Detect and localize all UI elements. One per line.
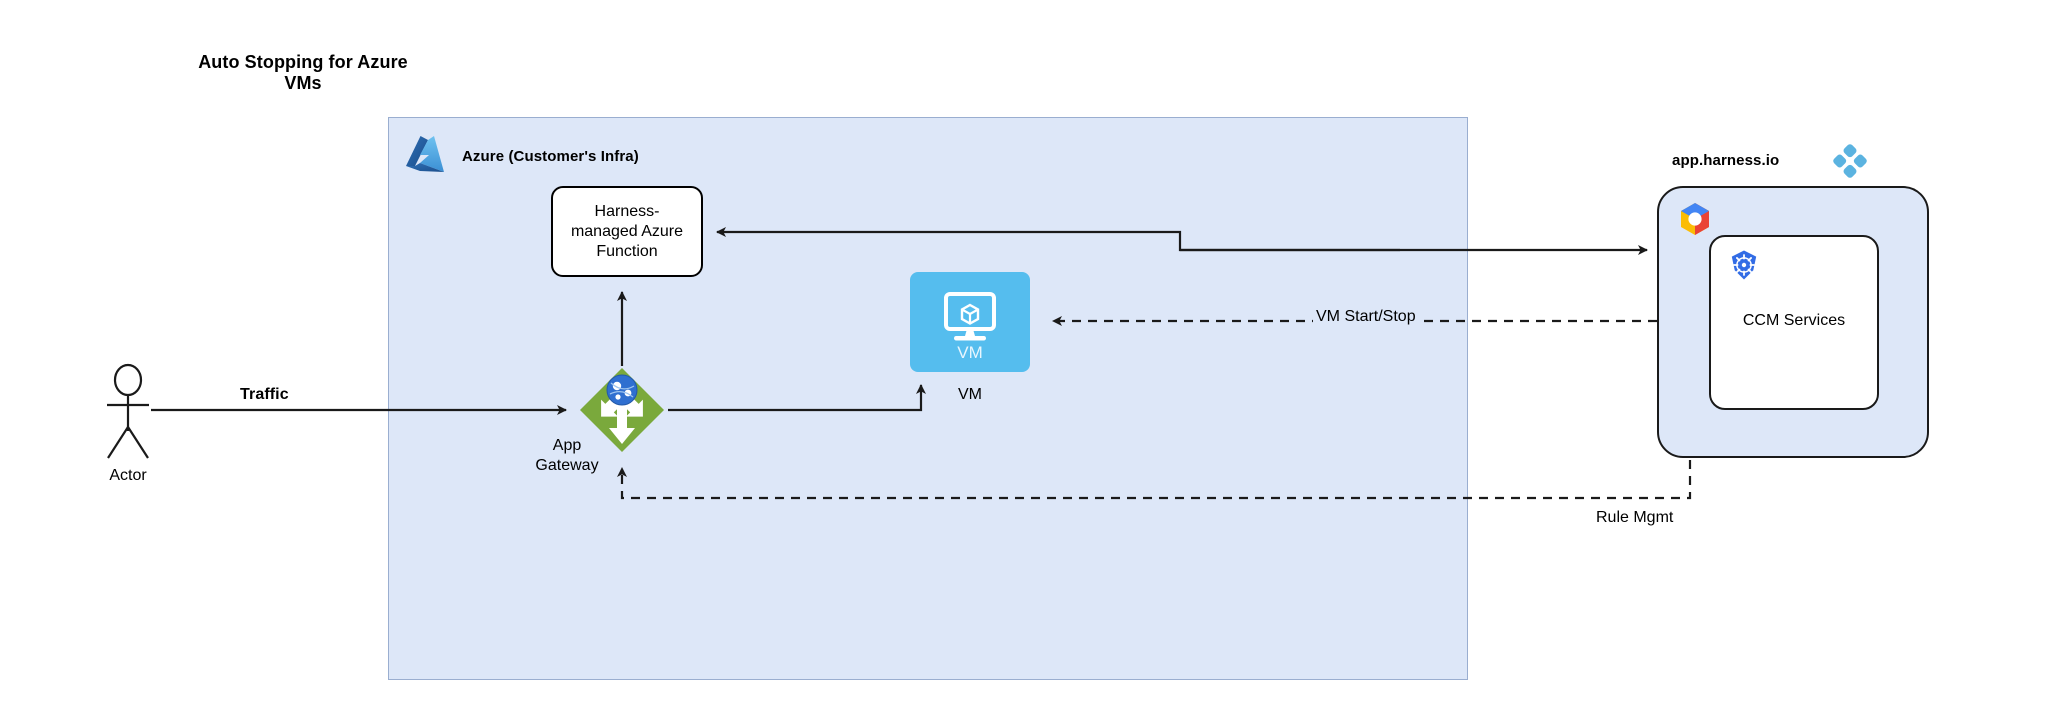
azure-function-label: Harness- managed Azure Function — [562, 202, 692, 262]
vm-label: VM — [958, 386, 982, 403]
actor-label: Actor — [109, 467, 147, 484]
edge-label-traffic: Traffic — [240, 386, 289, 403]
edge-label-rule-mgmt: Rule Mgmt — [1596, 509, 1674, 526]
kubernetes-icon — [1731, 250, 1757, 280]
app-gateway-line-1: App — [552, 437, 582, 454]
edge-harness-to-function — [716, 227, 1400, 252]
vm-inner-label: VM — [957, 343, 983, 362]
gcp-hexagon-icon — [1681, 203, 1709, 235]
edge-rule-mgmt — [617, 460, 1692, 500]
ccm-services-label: CCM Services — [1742, 312, 1846, 329]
vm-icon: VM — [944, 292, 996, 362]
azure-function-line-3: Function — [596, 242, 658, 260]
azure-logo-icon — [406, 136, 444, 172]
app-gateway-label: App Gateway — [507, 436, 627, 476]
azure-container-label: Azure (Customer's Infra) — [462, 148, 639, 165]
vm-node[interactable]: VM — [910, 272, 1030, 372]
page-title-line-1: Auto Stopping for Azure — [198, 52, 408, 72]
app-gateway-line-2: Gateway — [535, 457, 599, 474]
actor-stick-figure-icon[interactable] — [100, 363, 156, 461]
azure-function-line-1: Harness- — [594, 202, 660, 220]
harness-title: app.harness.io — [1672, 152, 1780, 169]
app-gateway-icon[interactable] — [578, 366, 666, 454]
edge-label-vm-start-stop: VM Start/Stop — [1313, 308, 1419, 326]
azure-function-node[interactable]: Harness- managed Azure Function — [551, 186, 703, 277]
page-title: Auto Stopping for Azure VMs — [178, 52, 428, 94]
edge-gateway-to-vm — [668, 384, 926, 412]
page-title-line-2: VMs — [284, 73, 322, 93]
azure-function-line-2: managed Azure — [570, 222, 684, 240]
harness-logo-icon — [1833, 144, 1867, 178]
